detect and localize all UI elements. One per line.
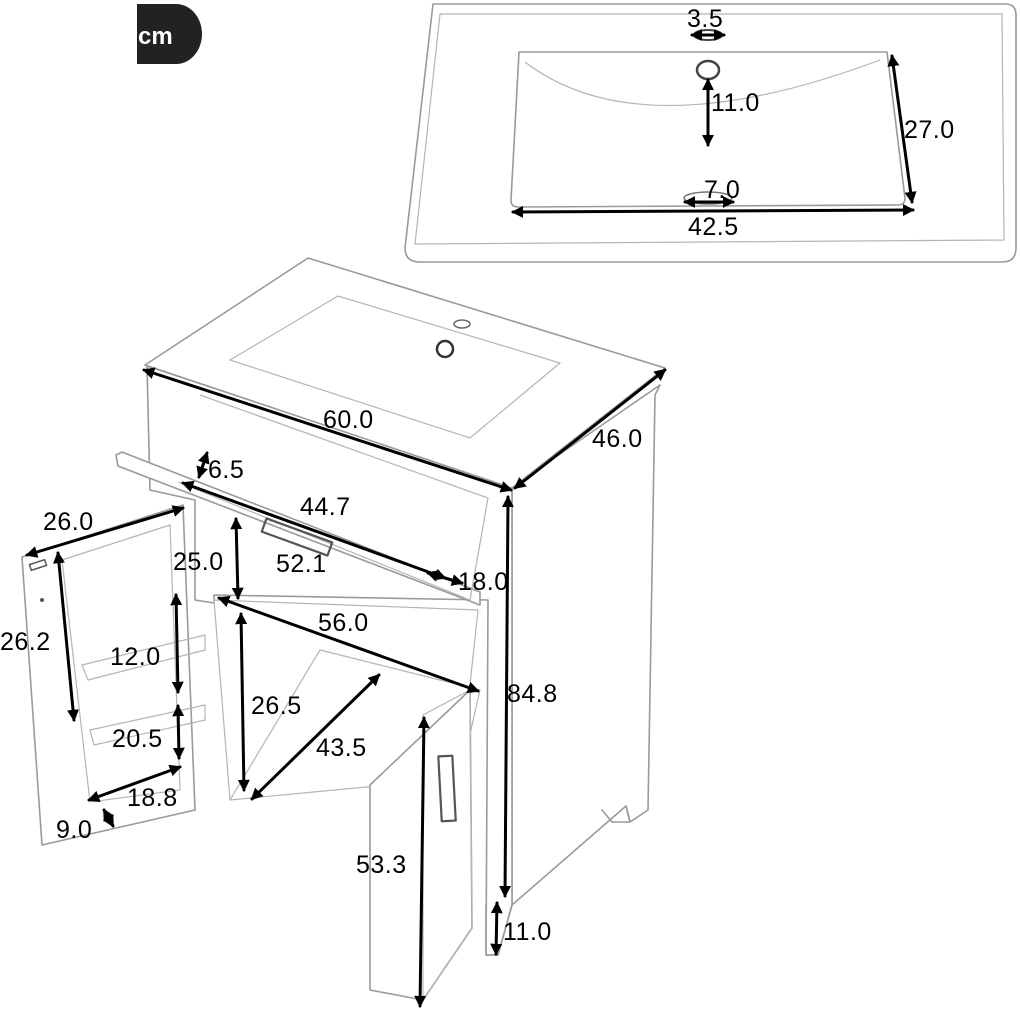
- interior-height-label: 26.5: [251, 692, 302, 720]
- drawer-height-label: 6.5: [208, 456, 244, 484]
- shelf-gap-top-dim-line: [170, 593, 184, 694]
- inner-width-label: 56.0: [318, 609, 369, 637]
- inner-width-top-label: 52.1: [276, 550, 327, 578]
- interior-diagonal-dim-line: [250, 673, 381, 801]
- drain-icon: [695, 59, 721, 81]
- cabinet-width-label: 60.0: [323, 406, 374, 434]
- left-door-shelf-upper: [81, 634, 206, 681]
- cabinet-depth-dim-line: [513, 368, 667, 490]
- left-door-hinge-icon: [28, 558, 48, 572]
- inner-width-dim-line: [217, 595, 480, 694]
- sink-basin-curve: [524, 59, 881, 107]
- shelf-gap-bottom-dim-line: [172, 704, 185, 760]
- drawer-height-dim-line: [196, 451, 210, 479]
- cabinet-depth-label: 46.0: [592, 425, 643, 453]
- unit-badge: cm: [137, 4, 202, 64]
- shelf-gap-top-label: 12.0: [110, 643, 161, 671]
- interior-height-dim-line: [235, 612, 250, 792]
- leg-height-dim-line: [490, 901, 503, 956]
- sink-top-view: 3.5 11.0 27.0 7.0 42.5: [404, 3, 1017, 263]
- drawer-depth-label: 18.0: [458, 568, 509, 596]
- shelf-depth-dim-line: [102, 808, 115, 828]
- door-height-dim-line: [53, 551, 79, 722]
- cabinet-faucet-hole-icon: [453, 319, 471, 329]
- basin-width-dim-line: [511, 204, 915, 218]
- upper-height-dim-line: [230, 517, 244, 600]
- cabinet-back-leg: [601, 805, 631, 823]
- sink-top-inner-rim: [414, 13, 1005, 245]
- right-door-height-dim-line: [414, 716, 430, 1008]
- drain-to-edge-label: 11.0: [711, 89, 760, 117]
- cabinet-drawing: 60.0 46.0 6.5 44.7 26.0 25.0 52.1 18.0 5…: [0, 257, 667, 1008]
- drain-width-label: 7.0: [704, 176, 740, 204]
- leg-height-label: 11.0: [503, 918, 552, 946]
- left-door-shelf-lower: [89, 704, 206, 746]
- total-height-dim-line: [499, 495, 514, 898]
- unit-badge-label: cm: [138, 23, 173, 50]
- total-height-label: 84.8: [507, 680, 558, 708]
- door-width-dim-line: [25, 505, 185, 558]
- shelf-gap-bottom-label: 20.5: [112, 725, 163, 753]
- shelf-depth-label: 9.0: [56, 816, 92, 844]
- unit-badge-shape: [137, 4, 202, 64]
- basin-depth-label: 27.0: [904, 116, 955, 144]
- basin-width-label: 42.5: [688, 213, 739, 241]
- faucet-hole-label: 3.5: [687, 5, 723, 33]
- inner-width-top-dim-line: [181, 480, 447, 581]
- drawer-depth-dim-line: [426, 570, 464, 586]
- interior-diagonal-label: 43.5: [316, 734, 367, 762]
- sink-top-outline: [404, 3, 1017, 263]
- shelf-width-dim-line: [87, 764, 182, 803]
- right-door-height-label: 53.3: [356, 851, 407, 879]
- shelf-width-label: 18.8: [127, 784, 178, 812]
- door-height-label: 26.2: [0, 628, 51, 656]
- drawer-width-label: 44.7: [300, 493, 351, 521]
- cabinet-width-dim-line: [142, 367, 513, 493]
- cabinet-drain-icon: [435, 339, 455, 359]
- right-door-handle-icon: [437, 754, 457, 823]
- upper-height-label: 25.0: [173, 548, 224, 576]
- left-door-knob-icon: [40, 598, 44, 602]
- door-width-label: 26.0: [43, 508, 94, 536]
- basin-depth-dim-line: [887, 54, 917, 204]
